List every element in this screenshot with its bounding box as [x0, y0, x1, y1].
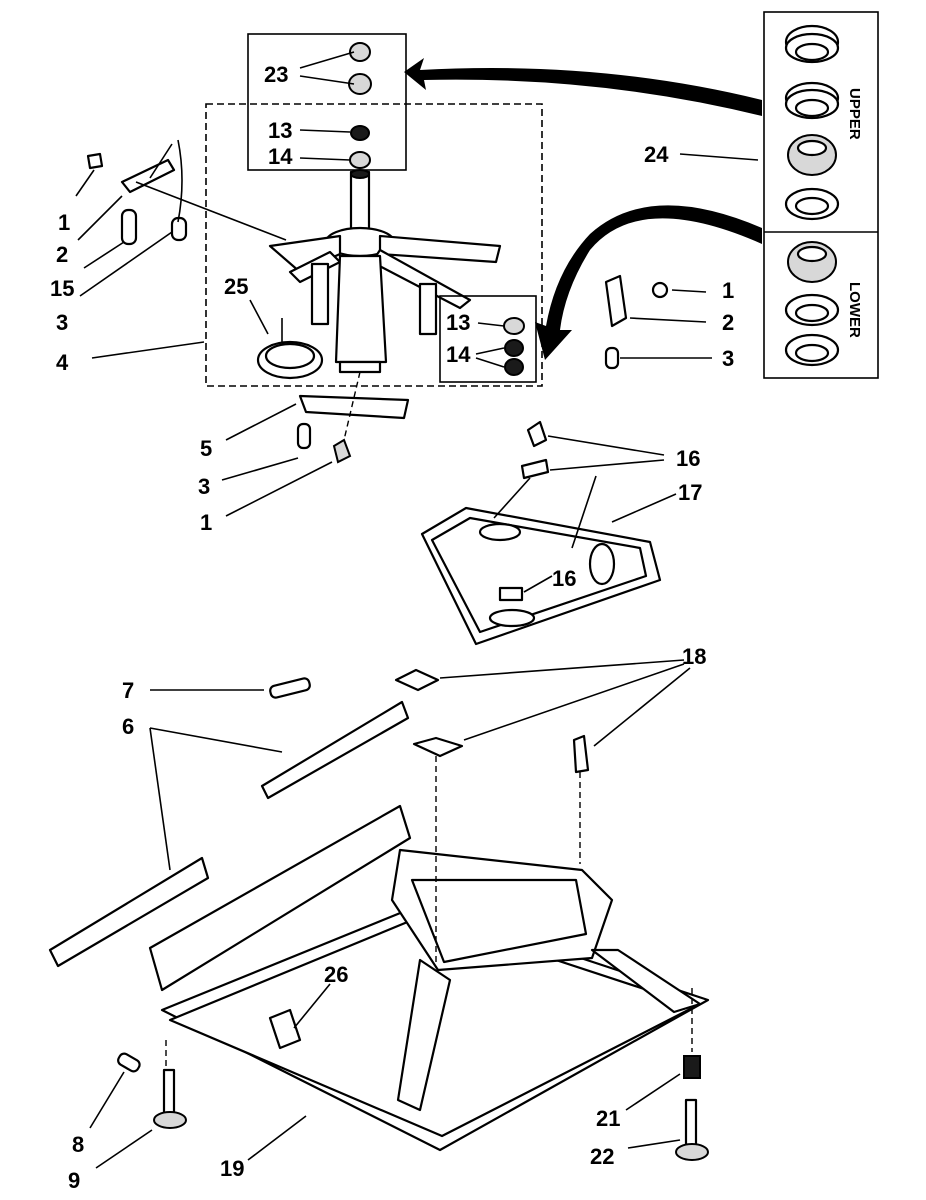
- callout-19: 19: [220, 1156, 244, 1181]
- gearcase-box: [205, 103, 543, 387]
- callout-13-top: 13: [268, 118, 292, 143]
- callout-6: 6: [122, 714, 134, 739]
- gearcase-assembly: [268, 169, 502, 374]
- callout-3-right: 3: [722, 346, 734, 371]
- callout-8: 8: [72, 1132, 84, 1157]
- callout-4: 4: [56, 350, 69, 375]
- seal-kit-panel: UPPER LOWER: [763, 11, 879, 379]
- callout-2-right: 2: [722, 310, 734, 335]
- callout-3-left: 3: [56, 310, 68, 335]
- callout-25: 25: [224, 274, 248, 299]
- left-bracket-group: [86, 139, 287, 246]
- callout-1-left: 1: [58, 210, 70, 235]
- callout-22: 22: [590, 1144, 614, 1169]
- callout-17: 17: [678, 480, 702, 505]
- lower-label: LOWER: [846, 282, 863, 338]
- tub-support-frame: [420, 420, 662, 646]
- callout-16-top: 16: [676, 446, 700, 471]
- right-bracket-group: [604, 274, 669, 370]
- upper-bearing-top: [348, 42, 372, 169]
- callout-14-right: 14: [446, 342, 471, 367]
- leader-lines: [75, 51, 759, 1169]
- callout-9: 9: [68, 1168, 80, 1193]
- callout-numbers: 23 13 14 1 2 15 3 4 25 13 14 1 2 3 24 5 …: [50, 62, 734, 1193]
- callout-7: 7: [122, 678, 134, 703]
- callout-23: 23: [264, 62, 288, 87]
- leveling-feet: [117, 1052, 709, 1161]
- callout-1-right: 1: [722, 278, 734, 303]
- lower-seal-arrow: [535, 205, 762, 360]
- callout-3-bottom: 3: [198, 474, 210, 499]
- callout-18: 18: [682, 644, 706, 669]
- lower-seal-set: [784, 241, 840, 367]
- bearing-box-top: [247, 33, 407, 171]
- drive-ring: [256, 318, 324, 380]
- upper-seal-set: [784, 24, 840, 221]
- callout-5: 5: [200, 436, 212, 461]
- callout-14-top: 14: [268, 144, 293, 169]
- callout-16-bottom: 16: [552, 566, 576, 591]
- callout-1-bottom: 1: [200, 510, 212, 535]
- brace-parts: [48, 668, 590, 968]
- bottom-bracket-group: [296, 371, 410, 464]
- bearing-box-right: [439, 295, 537, 383]
- callout-13-right: 13: [446, 310, 470, 335]
- callout-2-left: 2: [56, 242, 68, 267]
- upper-label: UPPER: [846, 88, 863, 140]
- callout-26: 26: [324, 962, 348, 987]
- callout-21: 21: [596, 1106, 620, 1131]
- callout-24: 24: [644, 142, 669, 167]
- upper-seal-arrow: [404, 58, 762, 116]
- base-frame: [148, 756, 710, 1152]
- callout-15: 15: [50, 276, 74, 301]
